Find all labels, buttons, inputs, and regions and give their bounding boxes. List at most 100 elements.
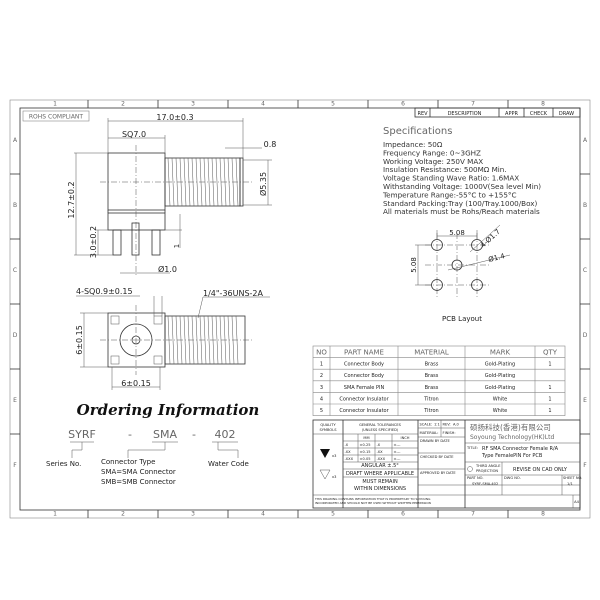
specifications-title: Specifications <box>383 126 452 137</box>
water-code-label: Water Code <box>208 460 249 468</box>
parts-table-cell: 4 <box>320 396 323 402</box>
parts-table-cell: Titron <box>423 408 438 414</box>
title-line: Type FemalePIN For PCB <box>481 453 543 459</box>
checked-by-label: CHECKED BY DATE <box>420 455 454 459</box>
spec-line: Voltage Standing Wave Ratio: 1.6MAX <box>383 174 519 183</box>
projection-label: THIRD ANGLE <box>475 464 501 468</box>
rough-finish-symbol <box>319 469 331 480</box>
parts-table-header: MARK <box>490 349 511 357</box>
parts-table-cell: SMA Female PIN <box>344 385 385 391</box>
row-marker: E <box>583 397 587 404</box>
company-name-cn: 硕扬科技(香港)有限公司 <box>470 422 551 432</box>
parts-table-cell: 3 <box>320 385 323 391</box>
row-marker: B <box>583 202 587 209</box>
tol-cell: ±0.25 <box>360 443 371 447</box>
row-marker: F <box>13 462 17 469</box>
parts-table-cell: Gold-Plating <box>485 385 515 391</box>
parts-table-header: PART NAME <box>344 349 384 357</box>
spec-line: Insulation Resistance: 500MΩ Min. <box>383 165 507 174</box>
parts-table-cell: 2 <box>320 373 323 379</box>
connector-smb-label: SMB=SMB Connector <box>101 478 176 486</box>
quality-label: QUALITY <box>320 423 336 427</box>
column-marker: 4 <box>261 101 265 108</box>
row-marker: D <box>583 332 588 339</box>
tol-cell: ±0.05 <box>360 457 371 461</box>
pcb-layout: 5.08 5.08 4-Ø1.7 Ø1.4 PCB Layout <box>410 224 511 323</box>
description-header: DESCRIPTION <box>448 111 482 117</box>
dwg-no-label: DWG NO. <box>504 476 521 480</box>
ordering-title: Ordering Information <box>77 401 260 419</box>
check-header: CHECK <box>530 111 548 117</box>
tolerances-subtitle: (UNLESS SPECIFIED) <box>362 428 399 432</box>
rohs-box <box>22 110 90 122</box>
tol-cell: ±--- <box>394 457 402 461</box>
pcb-dim-x: 5.08 <box>449 229 465 237</box>
pcb-dim-center: Ø1.4 <box>488 252 507 264</box>
parts-table-cell: Gold-Plating <box>485 373 515 379</box>
parts-table-cell: White <box>493 396 508 402</box>
pcb-dim-holes: 4-Ø1.7 <box>479 228 502 250</box>
dim-pin-dia: Ø1.0 <box>158 264 177 274</box>
rev-label: REV: <box>443 423 451 427</box>
dim-pin-squares: 4-SQ0.9±0.15 <box>76 287 133 296</box>
material-label: MATERIAL: <box>420 431 439 435</box>
column-marker: 7 <box>471 101 475 108</box>
parts-table-cell: Brass <box>425 373 439 379</box>
parts-table-cell: Brass <box>425 362 439 368</box>
title-label: TITLE: <box>466 446 478 450</box>
row-marker: C <box>583 267 587 274</box>
fine-finish-symbol <box>320 449 330 458</box>
code-water: 402 <box>215 428 236 441</box>
draft-note: DRAFT WHERE APPLICABLE <box>346 471 414 477</box>
sheet-size: A4 <box>574 500 579 504</box>
column-marker: 1 <box>53 101 57 108</box>
symbol-label: x3 <box>332 475 336 479</box>
scale-label: SCALE: <box>420 423 433 427</box>
dim-standoff: 1 <box>173 244 181 248</box>
sheet-value: 1/1 <box>567 482 573 486</box>
parts-table-cell: Gold-Plating <box>485 362 515 368</box>
proprietary-note: THIS DRAWING CONTAINS INFORMATION THAT I… <box>314 497 431 501</box>
dim-thread-dia: Ø5.35 <box>258 172 268 196</box>
dim-square: SQ7.0 <box>122 130 146 139</box>
row-marker: E <box>13 397 17 404</box>
outer-frame <box>9 99 591 519</box>
pcb-layout-title: PCB Layout <box>442 315 482 323</box>
spec-line: All materials must be Rohs/Reach materia… <box>383 207 540 216</box>
tol-cell: ±--- <box>394 443 402 447</box>
draw-header: DRAW <box>559 111 574 117</box>
column-marker: 8 <box>541 101 545 108</box>
column-marker: 2 <box>121 511 125 518</box>
parts-table-row: 2 Connector Body Brass Gold-Plating <box>320 373 515 379</box>
parts-table-header: MATERIAL <box>414 349 449 357</box>
column-marker: 3 <box>191 511 195 518</box>
parts-table-cell: Connector Insulator <box>339 396 389 402</box>
parts-table-cell: White <box>493 408 508 414</box>
column-marker: 6 <box>401 101 405 108</box>
spec-line: Frequency Range: 0~3GHZ <box>383 148 481 157</box>
parts-table-cell: 1 <box>548 385 551 391</box>
column-marker: 6 <box>401 511 405 518</box>
parts-table-cell: Titron <box>423 396 438 402</box>
title-block: QUALITY SYMBOLS x3 x3 GENERAL TOLERANCES… <box>312 419 582 509</box>
rev-value: A.0 <box>453 423 460 427</box>
code-dash: - <box>192 428 196 441</box>
pcb-dim-y: 5.08 <box>410 257 418 273</box>
connector-sma-label: SMA=SMA Connector <box>101 468 176 476</box>
parts-table-cell: 1 <box>548 396 551 402</box>
tol-cell: .XXX <box>345 457 354 461</box>
pcb-hole <box>471 279 483 291</box>
parts-table-cell: Connector Body <box>344 373 384 379</box>
tolerances-title: GENERAL TOLERANCES <box>359 423 402 427</box>
parts-table-cell: 1 <box>320 362 323 368</box>
tol-cell: .XXX <box>377 457 386 461</box>
quality-label: SYMBOLS <box>319 428 337 432</box>
parts-table-cell: 5 <box>320 408 323 414</box>
tol-cell: .X <box>377 443 381 447</box>
parts-table-cell: Brass <box>425 385 439 391</box>
